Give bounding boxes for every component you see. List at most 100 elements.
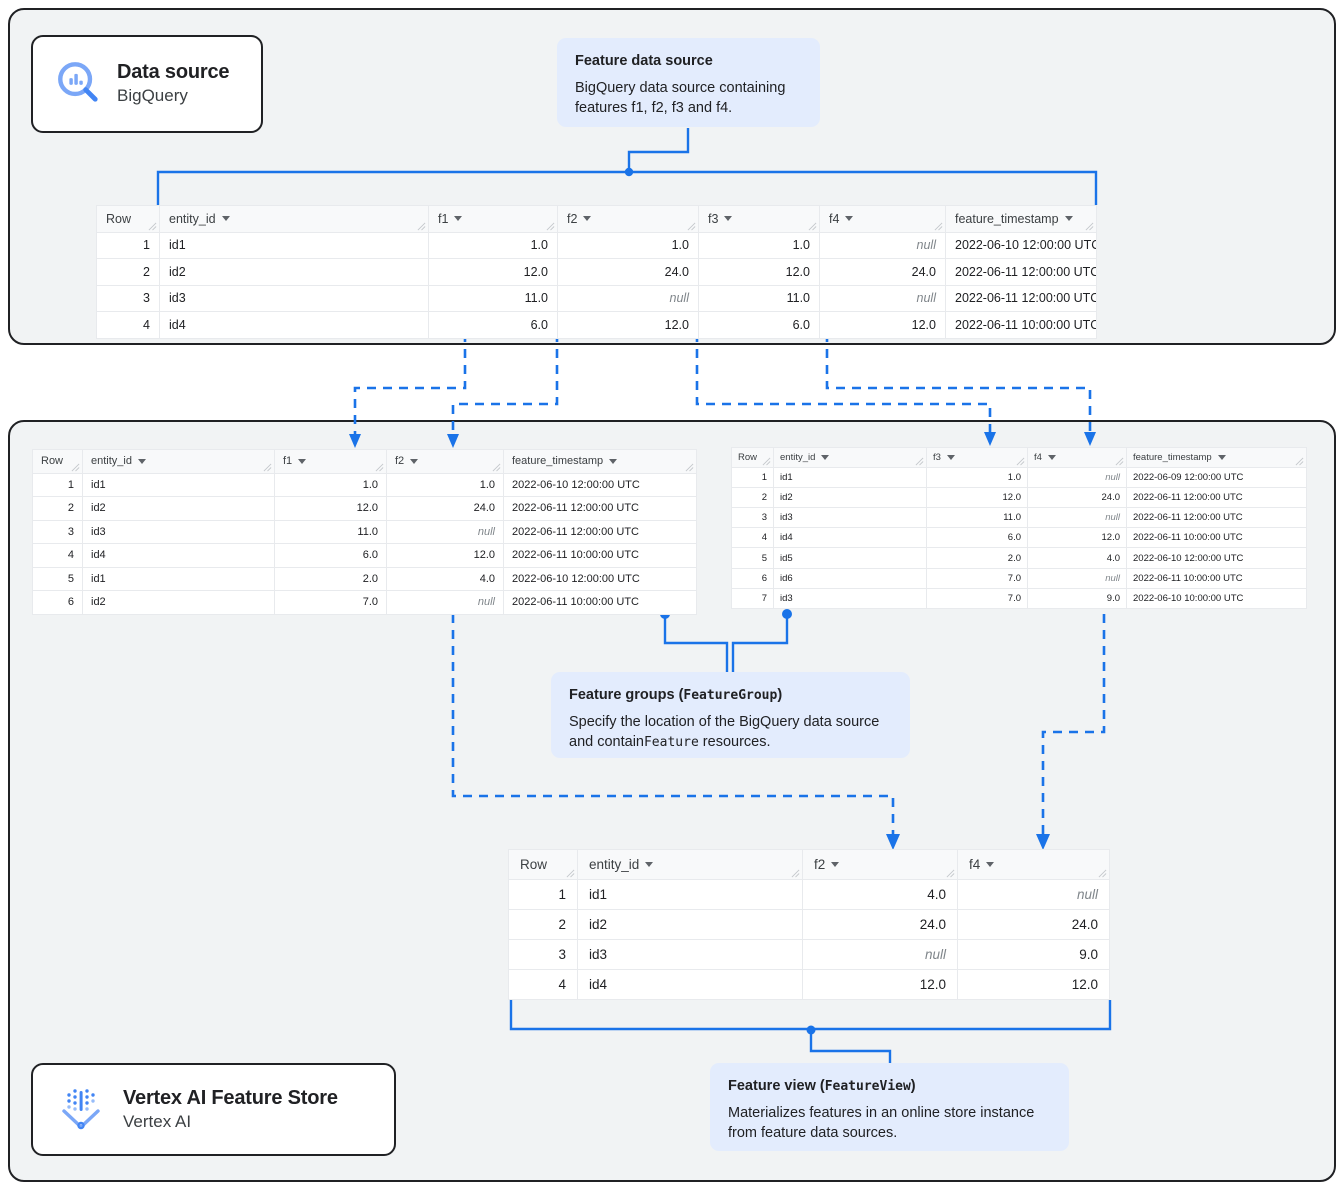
- chevron-down-icon[interactable]: [137, 458, 146, 464]
- chevron-down-icon[interactable]: [645, 862, 654, 867]
- cell-feature_timestamp: 2022-06-10 12:00:00 UTC: [503, 472, 697, 497]
- chevron-down-icon[interactable]: [221, 216, 230, 222]
- column-resize-grip[interactable]: [546, 222, 555, 231]
- column-header-feature_timestamp[interactable]: feature_timestamp: [1126, 446, 1307, 469]
- column-resize-grip[interactable]: [566, 869, 575, 878]
- column-resize-grip[interactable]: [762, 457, 771, 466]
- chevron-down-icon[interactable]: [831, 862, 840, 867]
- column-resize-grip[interactable]: [375, 463, 384, 472]
- column-header-f4[interactable]: f4: [819, 205, 946, 233]
- column-header-row[interactable]: Row: [731, 446, 774, 469]
- column-resize-grip[interactable]: [915, 457, 924, 466]
- column-resize-grip[interactable]: [791, 869, 800, 878]
- cell-entity_id: id1: [82, 566, 275, 591]
- chevron-down-icon[interactable]: [1064, 216, 1073, 222]
- column-resize-grip[interactable]: [492, 463, 501, 472]
- cell-f4: 12.0: [819, 311, 946, 339]
- chevron-down-icon[interactable]: [946, 455, 955, 461]
- column-header-f4[interactable]: f4: [957, 849, 1110, 880]
- column-resize-grip[interactable]: [1098, 869, 1107, 878]
- column-header-f2[interactable]: f2: [557, 205, 699, 233]
- column-header-f3[interactable]: f3: [698, 205, 820, 233]
- cell-f4: 12.0: [957, 969, 1110, 1000]
- cell-feature_timestamp: 2022-06-11 12:00:00 UTC: [945, 284, 1097, 312]
- cell-f4: null: [819, 284, 946, 312]
- cell-entity_id: id2: [82, 590, 275, 615]
- column-header-entity_id[interactable]: entity_id: [773, 446, 927, 469]
- chevron-down-icon[interactable]: [583, 216, 592, 222]
- column-resize-grip[interactable]: [71, 463, 80, 472]
- column-header-row[interactable]: Row: [32, 449, 83, 474]
- chip-subtitle: Vertex AI: [123, 1111, 192, 1131]
- column-resize-grip[interactable]: [263, 463, 272, 472]
- chevron-down-icon[interactable]: [410, 458, 419, 464]
- callout-body: BigQuery data source containing features…: [575, 79, 786, 117]
- column-header-feature_timestamp[interactable]: feature_timestamp: [503, 449, 697, 474]
- column-resize-grip[interactable]: [148, 222, 157, 231]
- column-resize-grip[interactable]: [1115, 457, 1124, 466]
- callout-body: Specify the location of the BigQuery dat…: [569, 712, 892, 753]
- column-header-f4[interactable]: f4: [1027, 446, 1127, 469]
- column-resize-grip[interactable]: [417, 222, 426, 231]
- column-resize-grip[interactable]: [1295, 457, 1304, 466]
- column-header-f1[interactable]: f1: [274, 449, 387, 474]
- column-header-f1[interactable]: f1: [428, 205, 558, 233]
- column-header-f2[interactable]: f2: [386, 449, 504, 474]
- column-header-feature_timestamp[interactable]: feature_timestamp: [945, 205, 1097, 233]
- chevron-down-icon[interactable]: [724, 216, 733, 222]
- cell-f4: 9.0: [1027, 587, 1127, 609]
- cell-entity_id: id3: [773, 507, 927, 529]
- column-header-entity_id[interactable]: entity_id: [159, 205, 429, 233]
- callout-title-text: Feature view (: [728, 1078, 825, 1094]
- chevron-down-icon[interactable]: [1047, 455, 1056, 461]
- column-resize-grip[interactable]: [687, 222, 696, 231]
- column-header-entity_id[interactable]: entity_id: [82, 449, 275, 474]
- chevron-down-icon[interactable]: [298, 458, 307, 464]
- column-resize-grip[interactable]: [946, 869, 955, 878]
- chevron-down-icon[interactable]: [609, 458, 618, 464]
- chevron-down-icon[interactable]: [845, 216, 854, 222]
- chevron-down-icon[interactable]: [454, 216, 463, 222]
- chevron-down-icon[interactable]: [986, 862, 995, 867]
- column-resize-grip[interactable]: [685, 463, 694, 472]
- column-header-label: f4: [829, 211, 840, 226]
- chevron-down-icon[interactable]: [821, 455, 830, 461]
- column-resize-grip[interactable]: [1085, 222, 1094, 231]
- column-header-f2[interactable]: f2: [802, 849, 958, 880]
- chevron-down-icon[interactable]: [1217, 455, 1226, 461]
- column-resize-grip[interactable]: [808, 222, 817, 231]
- null-value: null: [916, 238, 936, 253]
- column-header-row[interactable]: Row: [508, 849, 578, 880]
- column-header-f3[interactable]: f3: [926, 446, 1028, 469]
- column-resize-grip[interactable]: [934, 222, 943, 231]
- column-header-row[interactable]: Row: [96, 205, 160, 233]
- cell-feature_timestamp: 2022-06-11 12:00:00 UTC: [945, 258, 1097, 286]
- column-resize-grip[interactable]: [1016, 457, 1025, 466]
- column-header-entity_id[interactable]: entity_id: [577, 849, 803, 880]
